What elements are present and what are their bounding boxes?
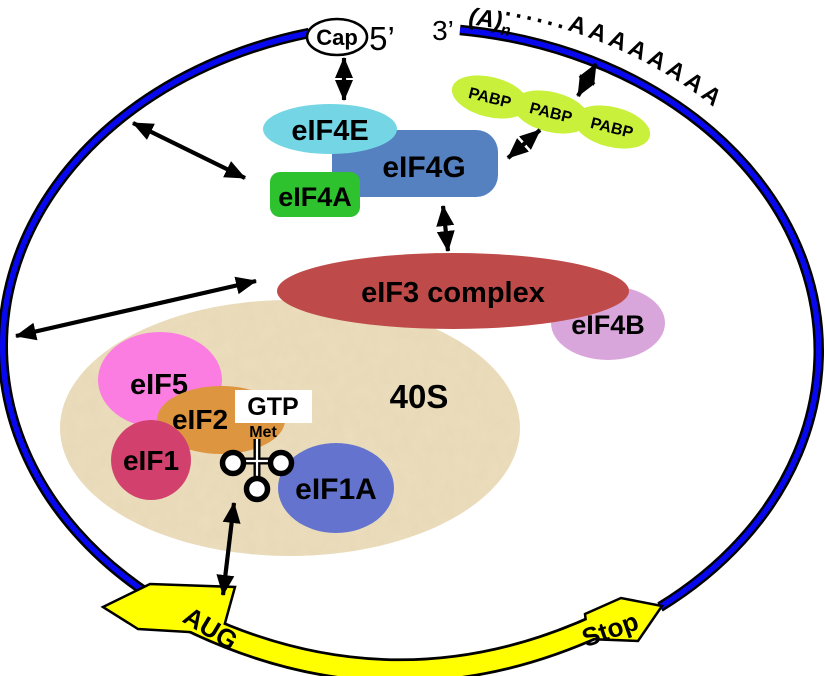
factor-eif1: eIF1	[111, 420, 191, 500]
met-label: Met	[249, 424, 277, 441]
cap-label: Cap	[316, 25, 358, 50]
mrna-strand-right-core	[459, 27, 822, 610]
arrow-mrna-eif4a	[132, 121, 246, 180]
eif1a-ellipse	[278, 443, 394, 533]
arrow-pabp-polya	[576, 62, 598, 98]
trna-bottom-lobe	[243, 475, 271, 503]
gtp-label: GTP	[247, 393, 298, 421]
factor-pabp-1: PABP	[451, 75, 529, 119]
factor-pabp-3: PABP	[573, 105, 651, 149]
eif4e-label: eIF4E	[291, 115, 368, 147]
cap-structure: Cap	[305, 17, 369, 57]
eif4g-label: eIF4G	[382, 151, 465, 184]
five-prime-label: 5’	[369, 20, 395, 57]
poly-a-label: (A)n	[467, 3, 514, 40]
eif4a-box	[270, 172, 360, 217]
three-prime-label: 3’	[432, 15, 454, 46]
mrna-strand-left-core	[0, 30, 310, 598]
mrna-strand-left	[0, 27, 311, 600]
eif1-label: eIF1	[123, 445, 179, 476]
trna-right-lobe	[267, 449, 295, 477]
factor-eif1a: eIF1A	[278, 443, 394, 533]
eif4e-ellipse	[263, 104, 397, 154]
coding-region-band-fill	[147, 591, 623, 676]
arrow-mrna-eif3	[15, 276, 257, 341]
cap-ellipse	[305, 17, 369, 57]
eif2-label: eIF2	[172, 404, 228, 435]
eif4a-label: eIF4A	[278, 182, 352, 212]
pabp-ellipse-1	[451, 75, 529, 119]
arrow-eif4g-pabp	[506, 128, 542, 160]
pabp-ellipse-3	[573, 105, 651, 149]
poly-a-subscript: n	[500, 22, 512, 40]
coding-region-band: AUG Stop	[100, 582, 665, 676]
ribosome-40s-label: 40S	[390, 378, 449, 415]
factor-eif4e: eIF4E	[263, 104, 397, 154]
factor-eif3-complex: eIF3 complex	[277, 253, 629, 329]
arrow-40s-aug	[216, 502, 241, 596]
pabp-ellipse-2	[512, 90, 590, 134]
eif1a-label: eIF1A	[295, 473, 377, 506]
factor-eif4a: eIF4A	[270, 172, 360, 217]
arrow-eif4g-eif3	[436, 205, 455, 252]
eif1-circle	[111, 420, 191, 500]
eif3-label: eIF3 complex	[361, 277, 545, 309]
mrna-strand-right	[459, 24, 824, 612]
gtp-box: GTP	[235, 390, 312, 423]
factor-pabp-2: PABP	[512, 90, 590, 134]
eif3-ellipse	[277, 253, 629, 329]
met-trna-icon: Met	[219, 424, 295, 503]
trna-left-lobe	[219, 449, 247, 477]
